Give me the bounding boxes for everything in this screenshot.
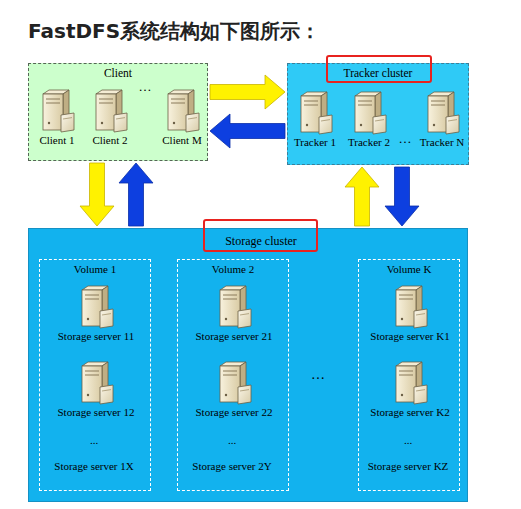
label-holder: Storage server 2Y [192,460,271,473]
ellipsis-mark: … [399,132,412,145]
ellipsis-mark: … [311,368,325,381]
server-label: Storage server 12 [46,406,146,419]
flow-arrow [385,167,419,226]
server-icon-shape [168,90,199,132]
server-icon [90,88,130,134]
volume-heading: Volume 2 [178,260,288,276]
ellipsis-mark: ... [90,434,98,447]
server-icon-shape [301,92,332,134]
server-icon [390,284,430,330]
label-holder: ... [228,434,236,447]
server-node: Client 1 [34,88,80,147]
server-node: Storage server 11 [46,284,146,343]
server-icon-shape [43,90,74,132]
server-label: Tracker N [417,136,467,149]
server-icon [37,88,77,134]
ellipsis-mark: ... [228,434,236,447]
flow-arrow [210,114,285,148]
server-label: Storage server K2 [363,406,457,419]
highlight-rect [327,56,431,82]
flow-arrow [80,163,114,226]
volume-box: Volume 2 Storage server 21 Storage server … [177,259,289,491]
volume-box: Volume K Storage server K1 Storage server … [358,259,460,491]
server-icon-shape [82,286,113,328]
cluster-heading: Client [29,64,207,80]
ellipsis-mark: … [139,80,152,93]
server-icon-shape [96,90,127,132]
server-node: Client M [159,88,205,147]
server-node: Storage server K2 [363,360,457,419]
label-holder: Storage server 1X [54,460,133,473]
server-icon-shape [220,286,251,328]
label-holder: … [399,132,412,145]
volume-heading: Volume 1 [40,260,150,276]
cluster-box: Tracker clusterTracker 1 Tracker 2 Tracker… [287,63,469,165]
flow-arrow [345,167,379,226]
server-icon-shape [220,362,251,404]
cluster-heading: Tracker cluster [288,64,468,80]
label-holder: … [311,368,325,381]
label-holder: Storage server KZ [368,460,449,473]
server-icon-shape [428,92,459,134]
server-node: Client 2 [87,88,133,147]
server-label: Client 2 [87,134,133,147]
server-node: Storage server 21 [184,284,284,343]
server-icon [349,90,389,136]
server-label: Storage server K1 [363,330,457,343]
server-node: Storage server 22 [184,360,284,419]
page-title: FastDFS系统结构如下图所示： [28,18,320,44]
server-node: Storage server K1 [363,284,457,343]
server-icon [76,284,116,330]
volume-box: Volume 1 Storage server 11 Storage server … [39,259,151,491]
server-label: Tracker 2 [344,136,394,149]
server-icon-shape [82,362,113,404]
cluster-heading: Storage cluster [29,229,467,248]
server-icon [422,90,462,136]
server-node: Tracker 1 [290,90,340,149]
server-node: Tracker 2 [344,90,394,149]
highlight-rect [204,220,317,251]
server-label: Storage server 22 [184,406,284,419]
server-icon-shape [355,92,386,134]
server-node: Tracker N [417,90,467,149]
flow-arrow [119,163,153,226]
server-icon-shape [396,362,427,404]
server-icon [214,284,254,330]
server-icon [162,88,202,134]
server-label: Storage server 21 [184,330,284,343]
server-label: Client 1 [34,134,80,147]
server-icon-shape [396,286,427,328]
server-icon [214,360,254,406]
title-holder: FastDFS系统结构如下图所示： [28,18,320,44]
server-label: Storage server 1X [54,460,133,473]
label-holder: ... [90,434,98,447]
server-label: Client M [159,134,205,147]
flow-arrow [210,75,285,109]
cluster-box: ClientClient 1 Client 2 Client M [28,63,208,161]
server-label: Storage server KZ [368,460,449,473]
ellipsis-mark: ... [404,434,412,447]
server-label: Tracker 1 [290,136,340,149]
volume-heading: Volume K [359,260,459,276]
server-icon [76,360,116,406]
server-label: Storage server 11 [46,330,146,343]
label-holder: … [139,80,152,93]
server-icon [295,90,335,136]
server-label: Storage server 2Y [192,460,271,473]
label-holder: ... [404,434,412,447]
server-node: Storage server 12 [46,360,146,419]
server-icon [390,360,430,406]
